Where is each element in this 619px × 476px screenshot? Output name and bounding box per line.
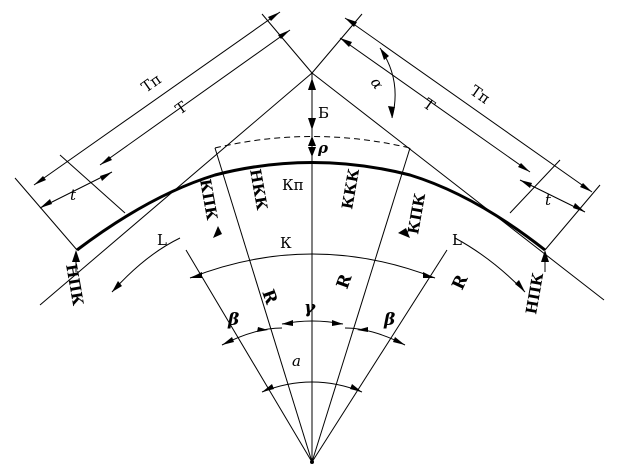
label-kp: Кп [282, 176, 304, 194]
label-ts-left: t [70, 186, 77, 204]
label-k: К [280, 234, 292, 252]
radial-line-left-outer [185, 249, 313, 463]
label-rho: ρ [317, 139, 329, 157]
label-alpha-bottom: a [292, 352, 301, 370]
dim-t-right [339, 37, 531, 173]
point-pointers [72, 226, 549, 272]
resulting-curve [76, 161, 546, 252]
ext-line-kpk-right [509, 159, 561, 214]
dim-t-left [99, 29, 291, 166]
ext-line-kpk-left [59, 154, 126, 214]
radial-line-right-outer [311, 249, 448, 463]
label-l-right: L [452, 231, 462, 249]
label-beta-left: β [227, 310, 239, 330]
label-kkk: ККК [338, 167, 363, 211]
construction-lines [39, 72, 605, 463]
dim-ts-left [39, 171, 113, 209]
label-gamma: γ [304, 298, 316, 318]
dim-tp-left [33, 11, 281, 186]
bisector-dimensions [308, 78, 316, 157]
label-nkk: НКК [246, 168, 271, 212]
radial-line-kkk [311, 147, 411, 463]
label-r-mid: R [333, 271, 357, 292]
center-point [310, 460, 314, 464]
ext-line-npk-right [544, 184, 601, 251]
label-b: Б [318, 104, 329, 122]
arc-k [189, 253, 436, 279]
ext-line-apex-left [261, 13, 313, 74]
label-beta-right: β [383, 310, 395, 330]
label-ts-right: t [545, 191, 552, 209]
left-dimensions [14, 11, 313, 251]
arc-l-left [111, 237, 181, 293]
angle-arcs [221, 320, 406, 393]
label-tp-left: Tп [138, 70, 165, 96]
ext-line-npk-left [14, 177, 78, 251]
circular-curve-dashed [214, 136, 411, 149]
label-kpk-right: КПК [404, 191, 429, 235]
label-kpk-left: КПК [196, 178, 221, 222]
label-alpha-top: α [367, 74, 388, 93]
label-npk-right: НПК [522, 271, 547, 316]
label-t-left: T [172, 98, 191, 118]
label-tp-right: Tп [467, 82, 494, 108]
label-npk-left: НПК [62, 263, 87, 308]
radial-line-nkk [214, 147, 313, 463]
labels: Tп T t Tп T t α Б ρ Кп К L L НКК ККК КПК… [62, 70, 552, 370]
label-r-right: R [448, 271, 472, 293]
dim-tp-right [344, 17, 593, 193]
arc-dimensions [111, 237, 526, 293]
tangent-line-right [311, 72, 605, 301]
label-r-left: R [257, 287, 281, 308]
right-dimensions [311, 13, 601, 251]
label-l-left: L [157, 231, 167, 249]
